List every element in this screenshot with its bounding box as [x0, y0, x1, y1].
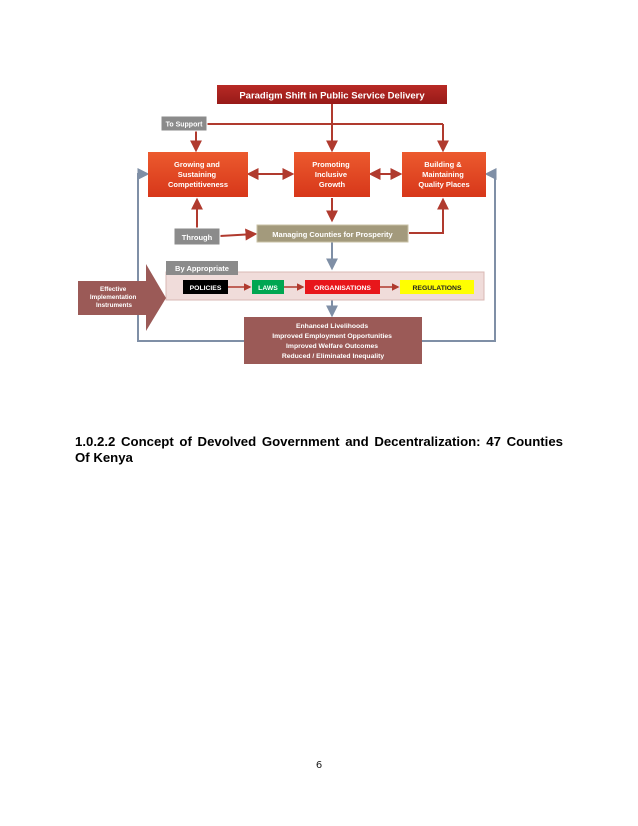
instruments-panel: By Appropriate POLICIES LAWS ORGANISATIO…: [165, 261, 485, 301]
connector-arrows: [137, 104, 497, 342]
diagram-title-box: Paradigm Shift in Public Service Deliver…: [217, 85, 447, 104]
paradigm-shift-diagram: Paradigm Shift in Public Service Deliver…: [78, 85, 497, 364]
svg-text:Effective Implementati: Effective Implementation Instruments: [90, 286, 138, 309]
pillar-growing-line-1: Growing and: [174, 160, 220, 169]
managing-counties-box: Managing Counties for Prosperity: [256, 224, 409, 243]
pillar-growing: Growing and Sustaining Competitiveness: [148, 152, 248, 197]
instrument-regulations: REGULATIONS: [413, 285, 462, 292]
through-label: Through: [173, 227, 221, 246]
page-number: 6: [315, 760, 323, 771]
outcome-1: Enhanced Livelihoods: [296, 323, 368, 330]
by-appropriate-text: By Appropriate: [175, 264, 229, 273]
effective-line-1: Effective: [100, 286, 127, 293]
effective-implementation-arrow: Effective Implementation Instruments: [78, 264, 166, 331]
outcome-3: Improved Welfare Outcomes: [286, 343, 378, 350]
pillar-growing-line-3: Competitiveness: [168, 180, 228, 189]
to-support-label: To Support: [160, 115, 208, 132]
pillar-building-line-3: Quality Places: [418, 180, 469, 189]
svg-text:Enhanced Livelihoods I: Enhanced Livelihoods Improved Employment…: [272, 323, 394, 360]
pillar-building: Building & Maintaining Quality Places: [402, 152, 486, 197]
pillar-growing-line-2: Sustaining: [178, 170, 217, 179]
diagram-title: Paradigm Shift in Public Service Deliver…: [239, 91, 425, 102]
svg-text:Growing and Sustaining: Growing and Sustaining Competitiveness: [168, 160, 228, 189]
outcome-4: Reduced / Eliminated Inequality: [282, 353, 385, 360]
outcomes-box: Enhanced Livelihoods Improved Employment…: [244, 317, 422, 364]
instrument-laws: LAWS: [258, 285, 278, 292]
pillar-promoting-line-3: Growth: [319, 180, 346, 189]
instrument-organisations: ORGANISATIONS: [314, 285, 371, 292]
pillar-promoting-line-1: Promoting: [312, 160, 350, 169]
pillar-building-line-1: Building &: [424, 160, 462, 169]
through-text: Through: [182, 233, 213, 242]
outcome-2: Improved Employment Opportunities: [272, 333, 392, 340]
effective-line-3: Instruments: [96, 302, 133, 309]
effective-line-2: Implementation: [90, 294, 137, 301]
pillar-building-line-2: Maintaining: [422, 170, 464, 179]
to-support-text: To Support: [166, 122, 203, 129]
instrument-policies: POLICIES: [190, 285, 222, 292]
svg-text:Building & Maintaining: Building & Maintaining Quality Places: [418, 160, 469, 189]
pillar-promoting: Promoting Inclusive Growth: [294, 152, 370, 197]
svg-text:Promoting Inclusive: Promoting Inclusive Growth: [312, 160, 352, 189]
managing-counties-text: Managing Counties for Prosperity: [272, 230, 393, 239]
pillar-promoting-line-2: Inclusive: [315, 170, 347, 179]
section-heading: 1.0.2.2 Concept of Devolved Government a…: [75, 434, 563, 465]
